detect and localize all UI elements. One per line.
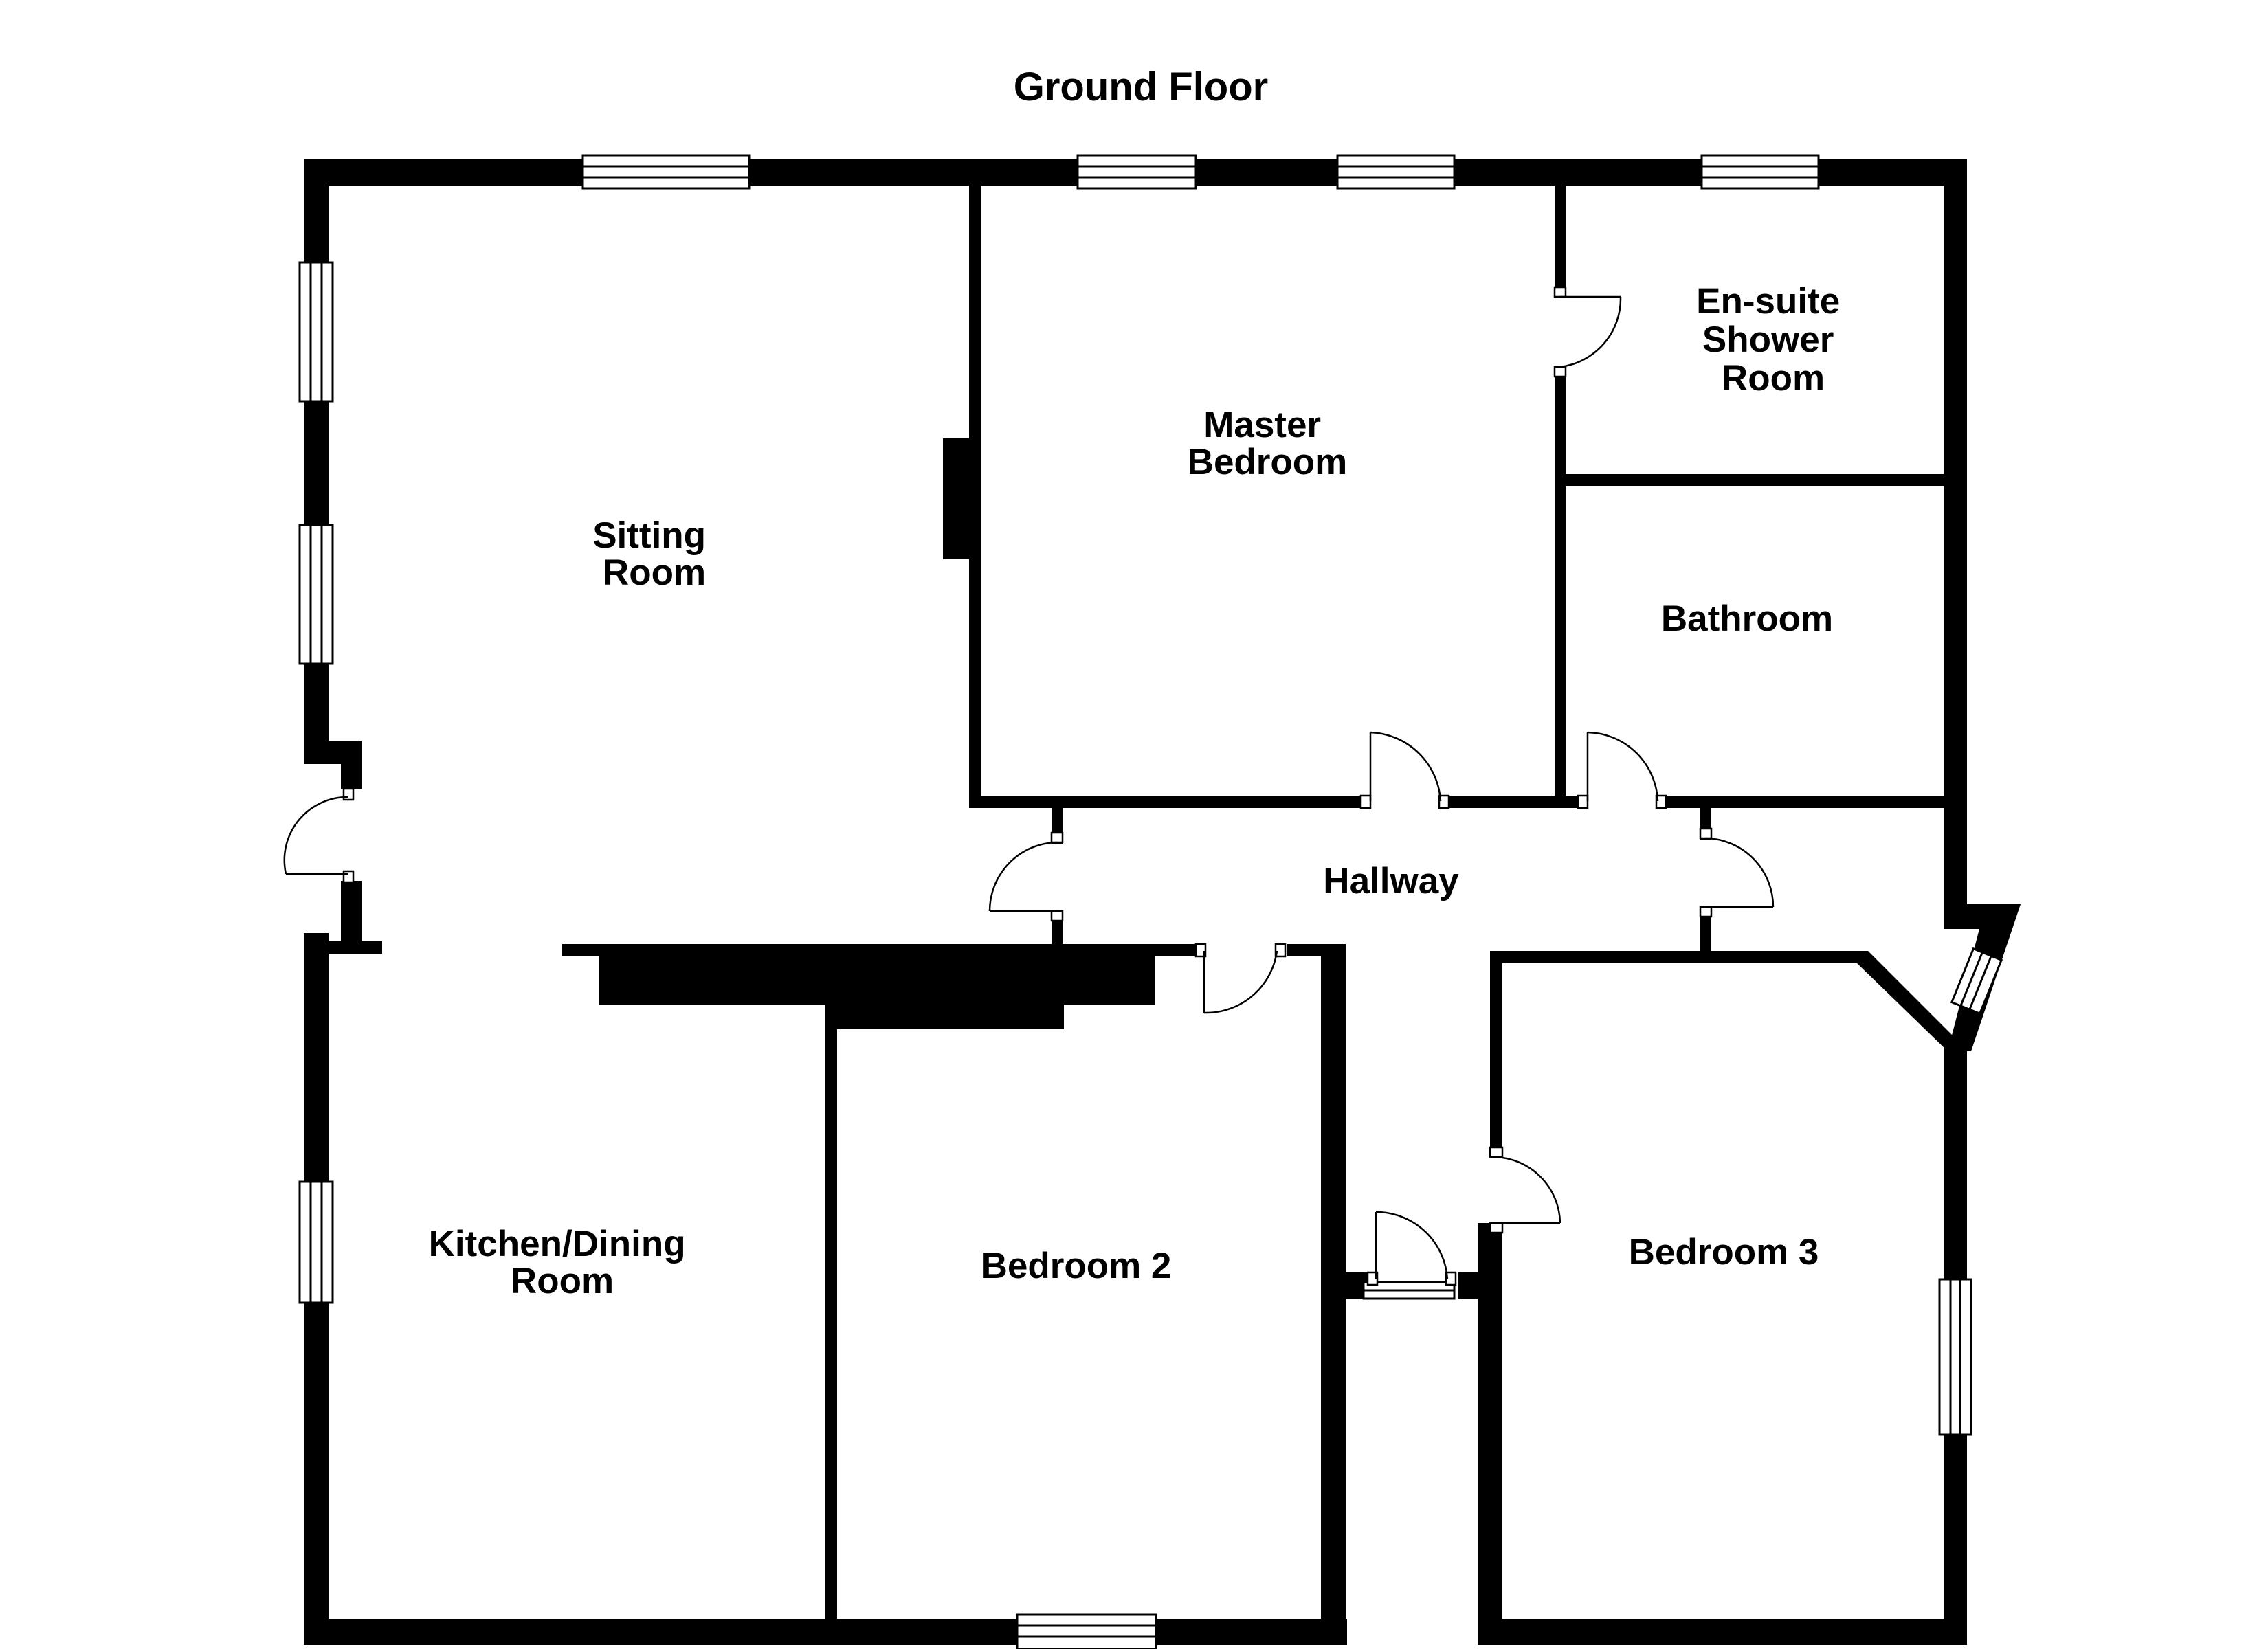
wall-hall-east-lower [1700, 917, 1711, 954]
room-labels: Sitting Room Master Bedroom En-suite Sho… [429, 281, 1850, 1301]
door-master [1359, 731, 1450, 809]
wall-porch-left [1321, 1272, 1368, 1299]
wall-left-pier-lower [341, 881, 362, 952]
door-ensuite [1553, 286, 1622, 378]
wall-sitting-master [969, 159, 981, 808]
windows [298, 154, 2003, 1649]
wall-bed3-chamfer [1856, 951, 1957, 1051]
window-sitting-left-lower [298, 524, 334, 665]
label-sitting-room: Sitting Room [592, 515, 716, 593]
window-sitting-top [581, 154, 751, 190]
fireplace-step [833, 944, 1064, 1029]
door-hall-west [988, 831, 1064, 922]
wall-bathroom-bottom-left [1555, 796, 1583, 808]
wall-master-ensuite-top [1555, 159, 1566, 287]
door-bedroom-2 [1194, 943, 1287, 1014]
door-hall-east [1699, 827, 1775, 918]
wall-ensuite-bathroom [1555, 474, 1967, 486]
wall-master-bottom [969, 796, 1368, 808]
window-master-top-right [1336, 154, 1456, 190]
wall-left-upper [304, 159, 329, 764]
wall-bed3-top [1490, 951, 1861, 963]
floor-title: Ground Floor [1014, 65, 1269, 109]
door-porch [1366, 1211, 1457, 1286]
wall-master-bottom-right [1449, 796, 1583, 808]
window-master-top-left [1076, 154, 1197, 190]
window-ensuite-top [1700, 154, 1820, 190]
window-bed3-right [1938, 1278, 1972, 1436]
label-bedroom-2: Bedroom 2 [981, 1246, 1172, 1286]
doors [283, 286, 1775, 1286]
wall-hall-west-upper [1052, 796, 1063, 844]
porch-threshold [1362, 1281, 1456, 1300]
label-hallway: Hallway [1323, 861, 1459, 901]
wall-bed2-top [833, 944, 1204, 956]
window-chamfer [1950, 947, 2003, 1016]
wall-kitchen-bed2 [825, 1005, 837, 1644]
chimney-breast [943, 438, 973, 559]
label-bedroom-3: Bedroom 3 [1629, 1232, 1819, 1272]
wall-master-ensuite-lower [1555, 377, 1566, 808]
wall-left-pier-upper [341, 741, 362, 789]
door-bedroom-3 [1489, 1146, 1561, 1234]
wall-right-upper [1944, 159, 1967, 915]
wall-bed3-left-upper [1490, 951, 1502, 1150]
wall-bottom-right [1485, 1619, 1967, 1645]
label-bathroom: Bathroom [1661, 598, 1833, 639]
label-ensuite-shower-room: En-suite Shower Room [1696, 281, 1850, 399]
wall-bathroom-bottom [1663, 796, 1967, 808]
window-sitting-left-upper [298, 261, 334, 403]
label-master-bedroom: Master Bedroom [1188, 405, 1348, 482]
window-kitchen-left [298, 1180, 334, 1304]
wall-bed3-left-lower [1478, 1223, 1502, 1645]
door-bathroom [1577, 731, 1667, 809]
door-front [283, 787, 355, 884]
window-bed2-bottom [1016, 1613, 1157, 1649]
label-kitchen-dining-room: Kitchen/Dining Room [429, 1224, 696, 1301]
